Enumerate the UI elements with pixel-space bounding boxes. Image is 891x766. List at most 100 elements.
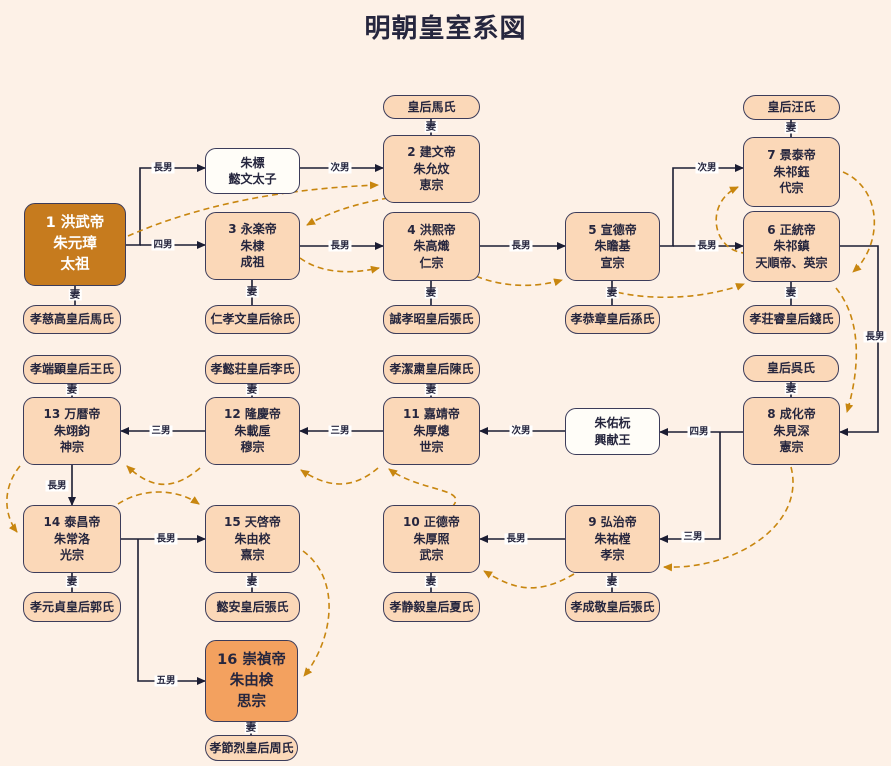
node-label: 朱祁鎮 (773, 239, 810, 254)
node-empress-xiaochengjing[interactable]: 孝成敬皇后張氏 (565, 592, 660, 622)
node-empress-xiaojingyi[interactable]: 孝静毅皇后夏氏 (383, 592, 480, 622)
node-label: 朱厚照 (413, 531, 450, 546)
node-empress-xiaoyuanzhen[interactable]: 孝元貞皇后郭氏 (23, 592, 121, 622)
node-label: 太祖 (60, 257, 90, 273)
node-label: 11 嘉靖帝 (403, 407, 460, 422)
node-emperor-11-jiajing[interactable]: 11 嘉靖帝朱厚熜世宗 (383, 397, 480, 465)
node-label: 孝宗 (600, 548, 625, 563)
node-label: 朱瞻基 (594, 239, 631, 254)
node-emperor-6-zhengtong[interactable]: 6 正統帝朱祁鎮天順帝、英宗 (743, 211, 840, 282)
node-label: 憲宗 (779, 440, 804, 455)
node-label: 7 景泰帝 (767, 148, 816, 163)
node-label: 朱標 (240, 155, 265, 170)
node-emperor-2-jianwen[interactable]: 2 建文帝朱允炆恵宗 (383, 135, 480, 203)
node-label: 16 崇禎帝 (217, 651, 286, 668)
node-label: 孝恭章皇后孫氏 (570, 312, 655, 327)
node-emperor-16-chongzhen[interactable]: 16 崇禎帝朱由検思宗 (205, 640, 298, 722)
node-label: 世宗 (419, 440, 444, 455)
node-label: 朱見深 (773, 423, 810, 438)
node-label: 4 洪熙帝 (407, 222, 456, 237)
node-label: 孝元貞皇后郭氏 (29, 599, 114, 614)
node-label: 朱由検 (229, 672, 274, 689)
node-prince-zhuyouyuan[interactable]: 朱佑杬興献王 (565, 408, 660, 455)
node-label: 武宗 (419, 548, 444, 563)
node-empress-renxiaowen[interactable]: 仁孝文皇后徐氏 (205, 305, 300, 334)
diagram-title: 明朝皇室系図 (364, 14, 527, 44)
node-label: 熹宗 (240, 548, 265, 563)
node-emperor-10-zhengde[interactable]: 10 正德帝朱厚照武宗 (383, 505, 480, 573)
node-label: 仁宗 (419, 255, 444, 270)
node-label: 孝懿荘皇后李氏 (210, 362, 295, 377)
node-emperor-5-xuande[interactable]: 5 宣德帝朱瞻基宣宗 (565, 212, 660, 281)
node-label: 代宗 (779, 181, 804, 196)
node-label: 孝慈高皇后馬氏 (29, 312, 114, 327)
node-label: 朱祁鈺 (773, 164, 810, 179)
node-prince-zhubiao[interactable]: 朱標懿文太子 (205, 148, 300, 194)
node-empress-xiaogongzhang[interactable]: 孝恭章皇后孫氏 (565, 305, 660, 334)
node-label: 思宗 (237, 693, 266, 710)
node-emperor-8-chenghua[interactable]: 8 成化帝朱見深憲宗 (743, 397, 840, 465)
node-label: 懿文太子 (228, 172, 277, 186)
node-empress-yian[interactable]: 懿安皇后張氏 (205, 592, 300, 622)
node-label: 朱翊鈞 (53, 423, 90, 438)
node-label: 皇后汪氏 (767, 100, 816, 115)
node-empress-xiaozhuangrui[interactable]: 孝荘睿皇后錢氏 (743, 305, 840, 334)
node-label: 朱祐樘 (594, 531, 631, 546)
node-label: 8 成化帝 (767, 407, 816, 422)
node-emperor-3-yongle[interactable]: 3 永楽帝朱棣成祖 (205, 212, 300, 280)
node-label: 孝節烈皇后周氏 (209, 740, 294, 755)
node-label: 朱棣 (240, 238, 265, 253)
node-label: 光宗 (59, 548, 84, 563)
node-label: 3 永楽帝 (228, 222, 277, 237)
node-label: 12 隆慶帝 (224, 407, 281, 422)
node-label: 宣宗 (600, 255, 625, 270)
node-label: 誠孝昭皇后張氏 (389, 312, 474, 327)
node-label: 神宗 (59, 440, 84, 455)
node-label: 朱高熾 (413, 239, 450, 254)
node-label: 孝荘睿皇后錢氏 (749, 312, 834, 327)
node-label: 2 建文帝 (407, 145, 456, 160)
node-emperor-4-hongxi[interactable]: 4 洪熙帝朱高熾仁宗 (383, 212, 480, 281)
node-empress-xiaojiesu[interactable]: 孝潔粛皇后陳氏 (383, 355, 480, 384)
node-emperor-15-tianqi[interactable]: 15 天啓帝朱由校熹宗 (205, 505, 300, 573)
node-label: 成祖 (240, 255, 265, 270)
node-label: 13 万暦帝 (43, 407, 101, 422)
node-empress-xiaocigao[interactable]: 孝慈高皇后馬氏 (23, 305, 121, 334)
node-label: 14 泰昌帝 (43, 515, 101, 530)
node-label: 15 天啓帝 (224, 515, 281, 530)
node-emperor-12-longqing[interactable]: 12 隆慶帝朱載垕穆宗 (205, 397, 300, 465)
node-emperor-13-wanli[interactable]: 13 万暦帝朱翊鈞神宗 (23, 397, 121, 465)
node-label: 興献王 (594, 432, 631, 447)
node-empress-wangshi-top[interactable]: 皇后汪氏 (743, 95, 840, 120)
node-empress-mashi-top[interactable]: 皇后馬氏 (383, 95, 480, 119)
node-empress-xiaoyizhuang[interactable]: 孝懿荘皇后李氏 (205, 355, 300, 384)
node-label: 孝成敬皇后張氏 (570, 599, 655, 614)
node-empress-xiaoduanxian[interactable]: 孝端顕皇后王氏 (23, 355, 121, 384)
node-label: 朱允炆 (413, 161, 450, 176)
node-label: 皇后呉氏 (766, 361, 815, 376)
node-label: 5 宣德帝 (588, 222, 637, 237)
node-label: 朱由校 (234, 531, 271, 546)
node-empress-chengxiaozhao[interactable]: 誠孝昭皇后張氏 (383, 305, 480, 334)
node-label: 孝静毅皇后夏氏 (389, 599, 474, 614)
node-empress-wushi[interactable]: 皇后呉氏 (743, 355, 839, 382)
node-label: 皇后馬氏 (407, 99, 456, 114)
node-label: 懿安皇后張氏 (216, 599, 289, 614)
node-label: 6 正統帝 (767, 222, 816, 237)
node-label: 孝潔粛皇后陳氏 (389, 362, 474, 377)
node-emperor-9-hongzhi[interactable]: 9 弘治帝朱祐樘孝宗 (565, 505, 660, 573)
node-label: 仁孝文皇后徐氏 (210, 312, 295, 327)
node-label: 朱厚熜 (413, 423, 450, 438)
node-label: 天順帝、英宗 (755, 255, 828, 270)
node-label: 1 洪武帝 (45, 215, 105, 231)
node-label: 恵宗 (419, 178, 444, 193)
node-emperor-1-hongwu[interactable]: 1 洪武帝朱元璋太祖 (24, 203, 126, 286)
node-emperor-7-jingtai[interactable]: 7 景泰帝朱祁鈺代宗 (743, 137, 840, 207)
node-emperor-14-taichang[interactable]: 14 泰昌帝朱常洛光宗 (23, 505, 121, 573)
node-empress-xiaojielie[interactable]: 孝節烈皇后周氏 (205, 735, 298, 761)
node-label: 朱元璋 (53, 236, 97, 252)
node-label: 穆宗 (240, 440, 265, 455)
node-label: 10 正德帝 (403, 515, 460, 530)
